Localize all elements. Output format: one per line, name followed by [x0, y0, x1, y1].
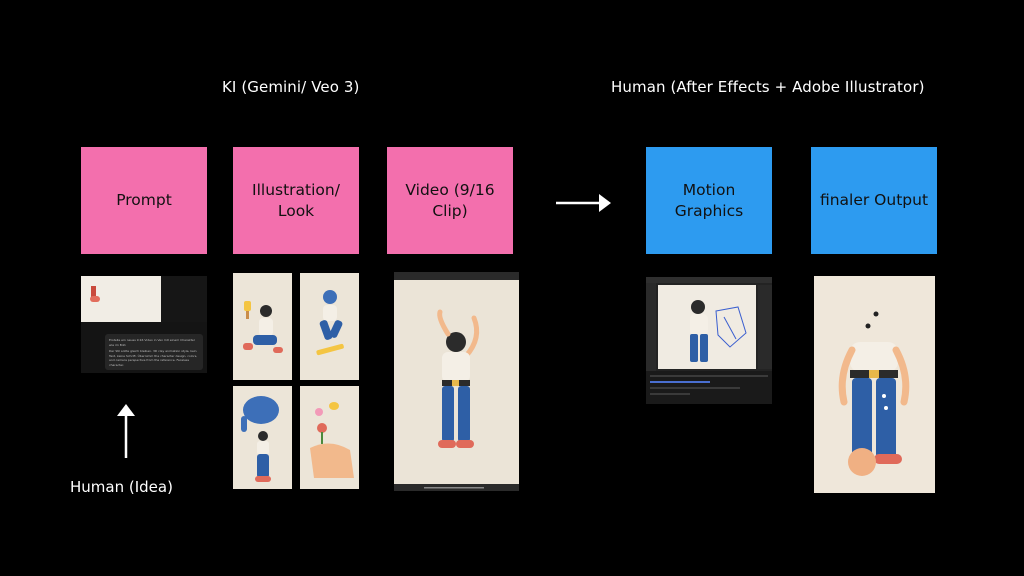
illustration-thumb-ice-cream	[233, 273, 292, 380]
human-idea-label: Human (Idea)	[70, 478, 173, 496]
illustration-box-label: Illustration/ Look	[252, 180, 340, 220]
prompt-box-label: Prompt	[116, 191, 172, 209]
final-output-box-label: finaler Output	[819, 191, 929, 209]
up-arrow-icon	[117, 404, 135, 458]
final-output-thumbnail	[814, 276, 935, 493]
prompt-screenshot: Erstelle ein neues 9:16 Video in Veo mit…	[81, 276, 207, 373]
video-thumbnail	[394, 272, 519, 491]
illustration-box: Illustration/ Look	[233, 147, 359, 254]
prompt-text-line2: Der Stil sollte gleich bleiben. 3D clay …	[109, 349, 198, 367]
prompt-text: Erstelle ein neues 9:16 Video in Veo mit…	[109, 338, 199, 367]
illustration-thumb-skateboard	[300, 273, 359, 380]
video-box: Video (9/16 Clip)	[387, 147, 513, 254]
illustration-thumb-elephant	[233, 386, 292, 489]
motion-graphics-box-label: Motion Graphics	[674, 180, 744, 220]
final-output-box: finaler Output	[811, 147, 937, 254]
prompt-text-line1: Erstelle ein neues 9:16 Video in Veo mit…	[109, 338, 196, 347]
ai-section-heading: KI (Gemini/ Veo 3)	[222, 78, 360, 96]
right-arrow-icon	[556, 194, 611, 212]
prompt-box: Prompt	[81, 147, 207, 254]
motion-graphics-box: Motion Graphics	[646, 147, 772, 254]
illustration-thumb-hand-flower	[300, 386, 359, 489]
video-box-label: Video (9/16 Clip)	[405, 180, 495, 220]
motion-graphics-thumbnail	[646, 277, 772, 404]
human-section-heading: Human (After Effects + Adobe Illustrator…	[611, 78, 925, 96]
